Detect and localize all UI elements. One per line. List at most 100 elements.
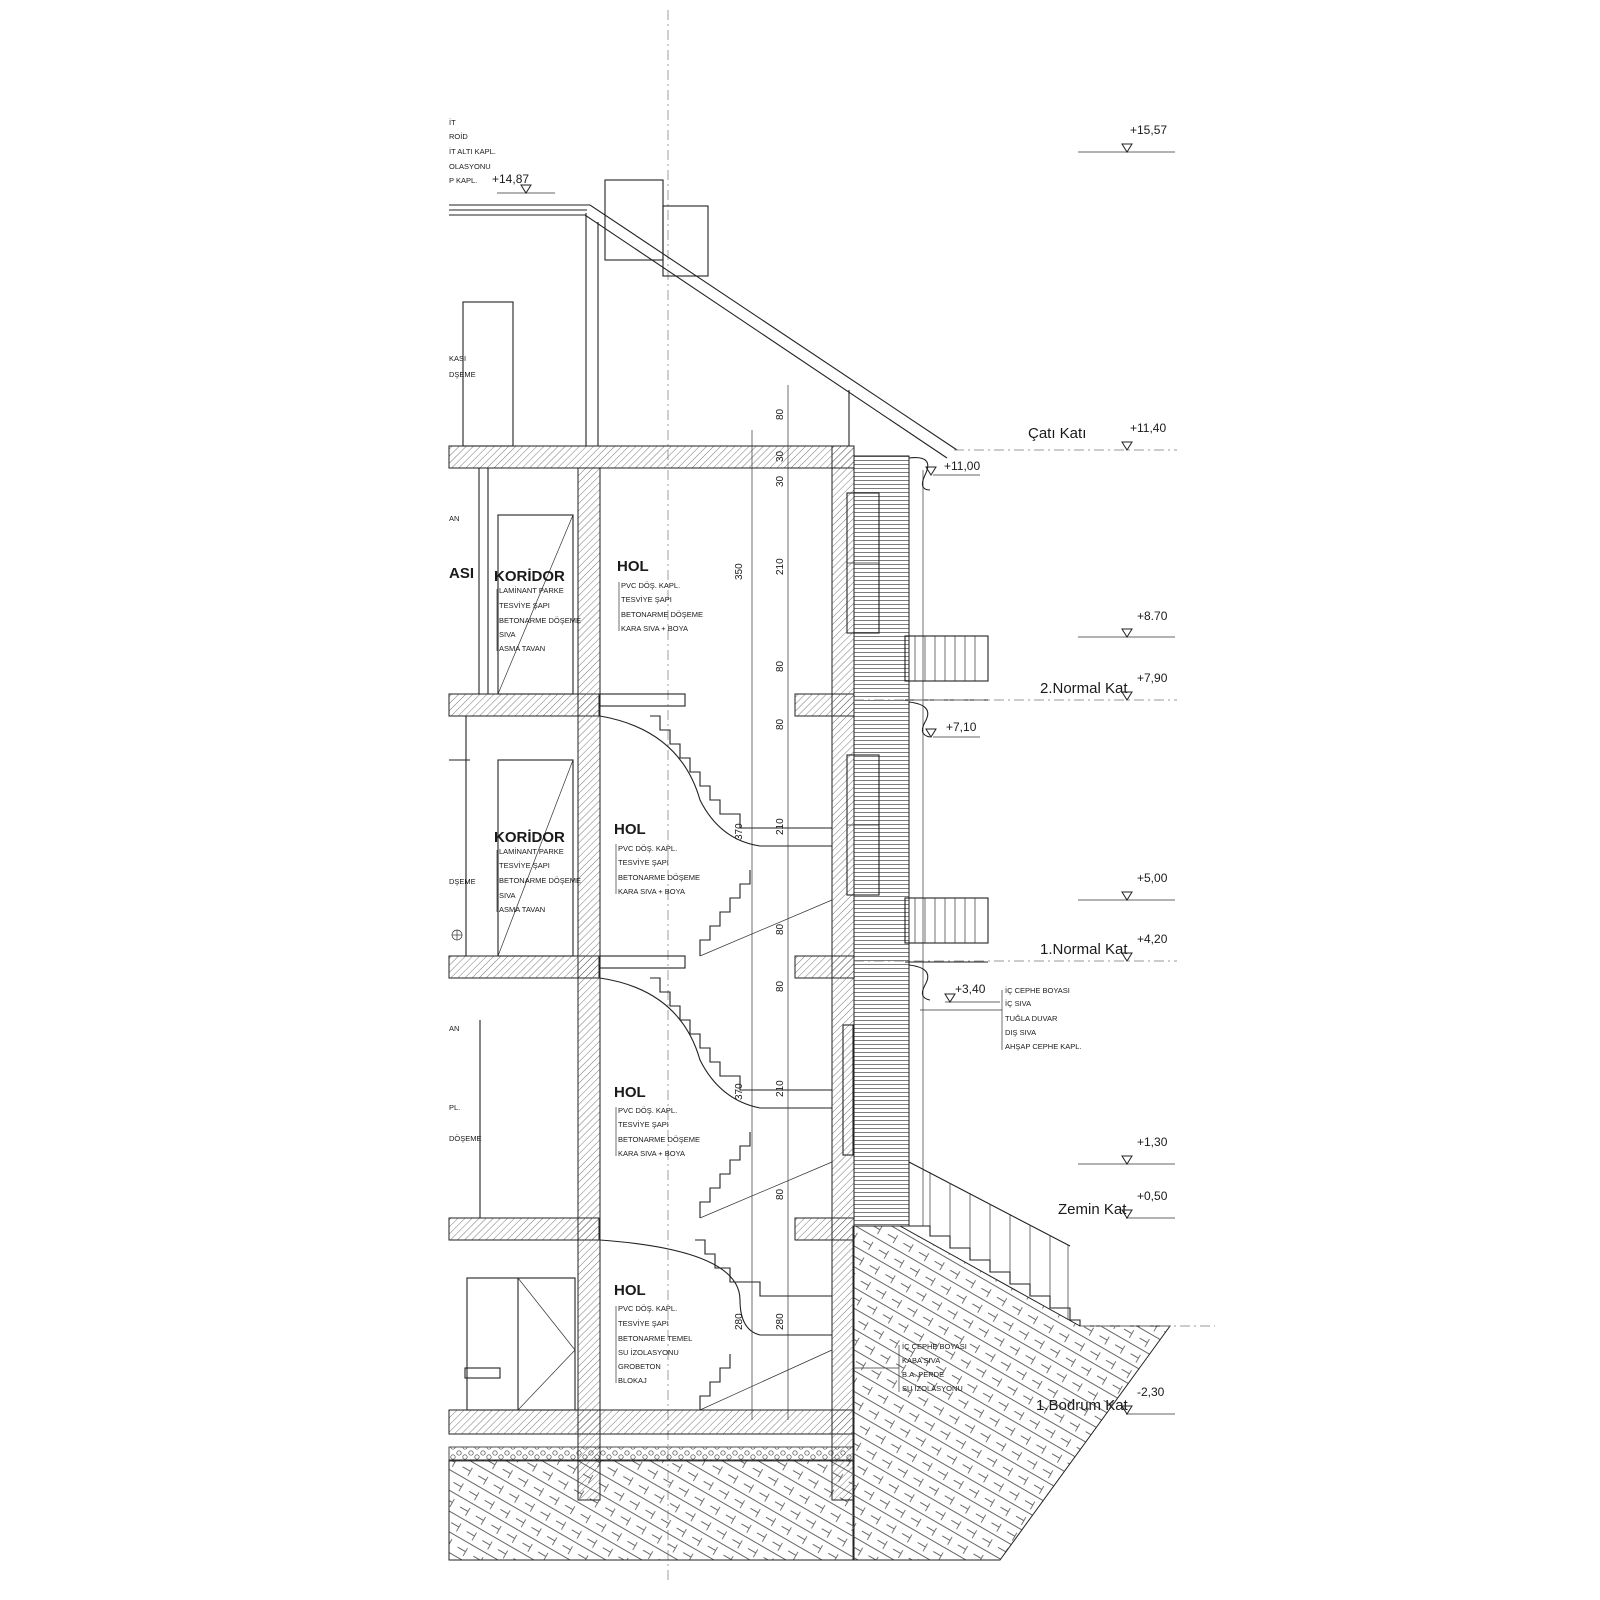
room-hol-zemin: HOL PVC DÖŞ. KAPL. TESVİYE ŞAPI BETONARM… [614,1084,700,1158]
svg-text:BETONARME DÖŞEME: BETONARME DÖŞEME [618,873,700,882]
floor-label-n1: 1.Normal Kat [1040,941,1128,958]
svg-text:TESVİYE ŞAPI: TESVİYE ŞAPI [618,1319,669,1328]
room-hol-upper: HOL PVC DÖŞ. KAPL. TESVİYE ŞAPI BETONARM… [617,558,703,633]
slab-zemin [448,1217,600,1241]
room-title: HOL [614,821,646,838]
svg-text:ASI: ASI [449,565,474,582]
svg-text:KARA SIVA + BOYA: KARA SIVA + BOYA [618,1149,685,1158]
room-title: KORİDOR [494,568,565,585]
chimney-cap [662,205,709,277]
svg-text:210: 210 [775,1080,786,1097]
floor-label-cati: Çatı Katı [1028,425,1086,442]
bracket-upper [908,701,931,738]
svg-text:İT ALTI KAPL.: İT ALTI KAPL. [449,147,496,156]
bracket-eave [908,457,931,491]
cropped-edge-notes: İT ROİD İT ALTI KAPL. OLASYONU P KAPL. K… [449,118,496,1143]
level-zemin: +0,50 [1137,1189,1168,1203]
svg-text:KABA SIVA: KABA SIVA [902,1356,940,1365]
svg-text:SIVA: SIVA [499,891,516,900]
level-b2: +7,10 [946,720,977,734]
level-ridge: +14,87 [492,172,529,186]
room-koridor-upper: KORİDOR LAMİNANT PARKE TESVİYE ŞAPI BETO… [494,568,581,653]
room-title: KORİDOR [494,829,565,846]
svg-text:BLOKAJ: BLOKAJ [618,1376,647,1385]
level-bodrum: -2,30 [1137,1385,1165,1399]
foundation-earth [448,1459,855,1561]
level-eave: +11,00 [944,459,980,473]
svg-text:TESVİYE ŞAPI: TESVİYE ŞAPI [499,861,550,870]
svg-text:PVC DÖŞ. KAPL.: PVC DÖŞ. KAPL. [618,844,677,853]
slab-n2 [448,693,600,717]
balcony-upper [904,635,989,701]
svg-text:İT: İT [449,118,456,127]
svg-text:PVC DÖŞ. KAPL.: PVC DÖŞ. KAPL. [618,1106,677,1115]
svg-text:280: 280 [775,1313,786,1330]
level-n2: +7,90 [1137,671,1168,685]
floor-label-bodrum: 1.Bodrum Kat [1036,1397,1129,1414]
svg-text:İÇ CEPHE BOYASI: İÇ CEPHE BOYASI [1005,986,1070,995]
level-balcony1: +5,00 [1137,871,1168,885]
svg-text:P KAPL.: P KAPL. [449,176,477,185]
svg-text:KASI: KASI [449,354,466,363]
svg-text:30: 30 [775,450,786,462]
level-values: +15,57 +14,87 +11,40 +11,00 +8.70 +7,90 … [492,123,1168,1399]
svg-text:TESVİYE ŞAPI: TESVİYE ŞAPI [499,601,550,610]
bracket-lower [908,964,931,1001]
svg-text:80: 80 [775,923,786,935]
room-hol-bodrum: HOL PVC DÖŞ. KAPL. TESVİYE ŞAPI BETONARM… [614,1282,692,1385]
svg-text:LAMİNANT PARKE: LAMİNANT PARKE [499,847,564,856]
svg-text:370: 370 [734,823,745,840]
svg-text:ASMA TAVAN: ASMA TAVAN [499,905,545,914]
roof-slope [449,204,958,451]
svg-text:GROBETON: GROBETON [618,1362,661,1371]
room-title: HOL [614,1282,646,1299]
svg-text:280: 280 [734,1313,745,1330]
svg-text:DŞEME: DŞEME [449,370,476,379]
svg-text:BETONARME DÖŞEME: BETONARME DÖŞEME [499,876,581,885]
svg-text:210: 210 [775,818,786,835]
svg-text:AHŞAP CEPHE KAPL.: AHŞAP CEPHE KAPL. [1005,1042,1082,1051]
svg-text:PVC DÖŞ. KAPL.: PVC DÖŞ. KAPL. [618,1304,677,1313]
level-b1: +3,40 [955,982,986,996]
room-koridor-lower: KORİDOR LAMİNANT PARKE TESVİYE ŞAPI BETO… [494,829,581,914]
room-hol-n1: HOL PVC DÖŞ. KAPL. TESVİYE ŞAPI BETONARM… [614,821,700,896]
staircase [599,693,833,1411]
core-wall [577,467,601,1501]
dimension-texts: 80 30 30 210 350 80 80 210 370 80 80 210… [734,408,786,1330]
svg-text:DIŞ SIVA: DIŞ SIVA [1005,1028,1036,1037]
svg-text:KARA SIVA + BOYA: KARA SIVA + BOYA [618,887,685,896]
svg-text:80: 80 [775,660,786,672]
svg-text:TESVİYE ŞAPI: TESVİYE ŞAPI [621,595,672,604]
svg-text:AN: AN [449,1024,459,1033]
floor-label-zemin: Zemin Kat [1058,1201,1127,1218]
svg-text:SU İZOLASYONU: SU İZOLASYONU [618,1348,679,1357]
roof-slope-inner [449,214,948,459]
svg-text:SIVA: SIVA [499,630,516,639]
svg-text:OLASYONU: OLASYONU [449,162,491,171]
facade-windows [842,492,880,1156]
svg-text:ASMA TAVAN: ASMA TAVAN [499,644,545,653]
floor-label-n2: 2.Normal Kat [1040,680,1128,697]
svg-text:TUĞLA DUVAR: TUĞLA DUVAR [1005,1014,1058,1023]
level-step: +1,30 [1137,1135,1168,1149]
svg-text:İÇ SIVA: İÇ SIVA [1005,999,1031,1008]
svg-text:KARA SIVA + BOYA: KARA SIVA + BOYA [621,624,688,633]
svg-text:BETONARME TEMEL: BETONARME TEMEL [618,1334,692,1343]
exterior-wall [831,445,855,1501]
basement-wall-callout: İÇ CEPHE BOYASI KABA SIVA B.A. PERDE SU … [854,1342,967,1393]
svg-text:SU İZOLASYONU: SU İZOLASYONU [902,1384,963,1393]
gravel-bed [448,1446,855,1462]
entrance-stair [908,1161,1081,1326]
level-balcony2: +8.70 [1137,609,1168,623]
facade-siding [853,455,910,1227]
svg-text:TESVİYE ŞAPI: TESVİYE ŞAPI [618,1120,669,1129]
svg-text:370: 370 [734,1083,745,1100]
svg-text:B.A. PERDE: B.A. PERDE [902,1370,944,1379]
svg-text:PVC DÖŞ. KAPL.: PVC DÖŞ. KAPL. [621,581,680,590]
svg-text:ROİD: ROİD [449,132,468,141]
svg-text:LAMİNANT PARKE: LAMİNANT PARKE [499,586,564,595]
svg-text:DŞEME: DŞEME [449,877,476,886]
balcony-lower [904,897,989,963]
level-top: +15,57 [1130,123,1167,137]
